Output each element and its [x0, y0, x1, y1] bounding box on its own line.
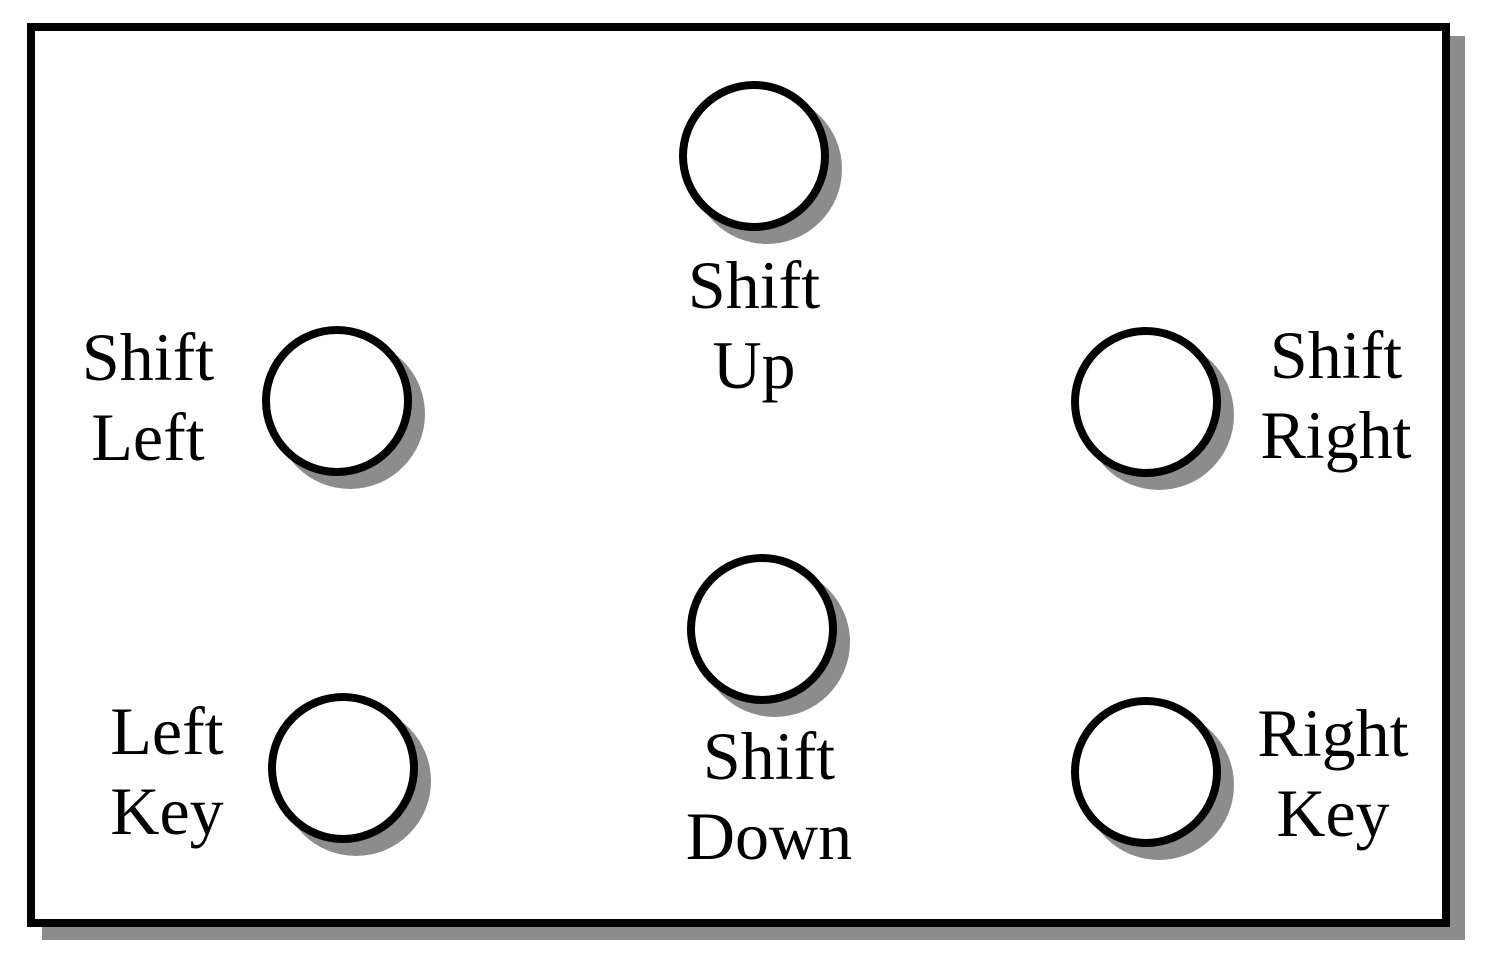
shift-left-label-line2: Left: [91, 399, 205, 475]
shift-down-label: Shift Down: [629, 716, 909, 876]
shift-right-label-line1: Shift: [1269, 317, 1403, 393]
shift-down-button-circle: [687, 554, 837, 704]
shift-left-label: Shift Left: [8, 317, 288, 477]
shift-up-label-line2: Up: [712, 327, 796, 403]
left-key-button-circle: [268, 693, 418, 843]
shift-up-button-circle: [679, 81, 829, 231]
shift-right-label-line2: Right: [1260, 397, 1412, 473]
shift-left-button-circle: [262, 326, 412, 476]
right-key-button-circle: [1071, 697, 1221, 847]
left-key-label: Left Key: [27, 691, 307, 851]
right-key-label-line2: Key: [1276, 775, 1390, 851]
shift-up-label-line1: Shift: [687, 247, 821, 323]
left-key-label-line1: Left: [110, 693, 224, 769]
shift-up-label: Shift Up: [614, 245, 894, 405]
shift-right-button-circle: [1071, 327, 1221, 477]
left-key-label-line2: Key: [110, 773, 224, 849]
shift-down-label-line1: Shift: [702, 718, 836, 794]
shift-down-label-line2: Down: [685, 798, 853, 874]
shift-left-label-line1: Shift: [81, 319, 215, 395]
right-key-label: Right Key: [1193, 693, 1473, 853]
shift-right-label: Shift Right: [1196, 315, 1476, 475]
right-key-label-line1: Right: [1257, 695, 1409, 771]
